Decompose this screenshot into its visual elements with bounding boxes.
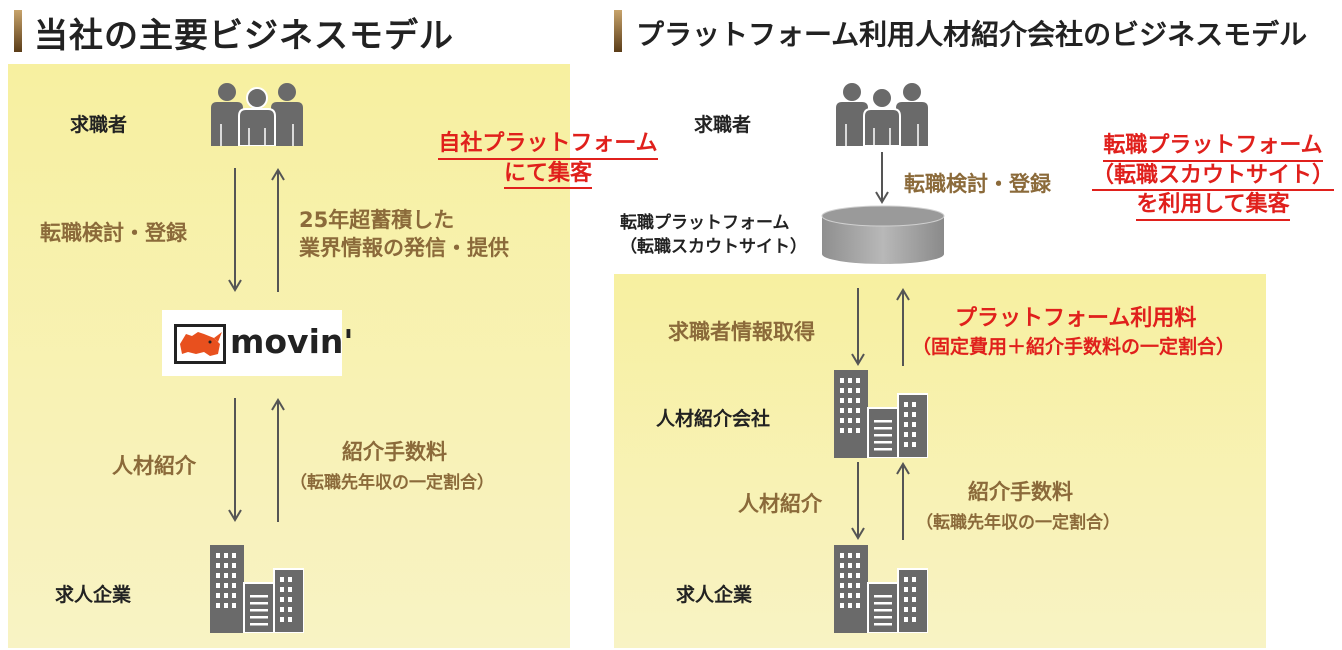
left-consider-register-label: 転職検討・登録 [40, 221, 187, 245]
left-referral-label: 人材紹介 [112, 454, 196, 478]
right-down-arrow-2 [851, 288, 865, 366]
platform-fee-note: （固定費用＋紹介手数料の一定割合） [912, 336, 1236, 358]
left-info-line1: 25年超蓄積した [299, 208, 455, 232]
people-icon [210, 82, 304, 146]
left-down-arrow-2 [228, 398, 242, 522]
logo-text: movin' [230, 322, 354, 361]
scout-line1: 転職プラットフォーム [1103, 132, 1323, 162]
left-fee-note: （転職先年収の一定割合） [290, 473, 494, 493]
platform-label: 転職プラットフォーム （転職スカウトサイト） [620, 212, 807, 260]
own-platform-callout: 自社プラットフォーム にて集客 [425, 130, 671, 189]
scout-callout: 転職プラットフォーム （転職スカウトサイト） を利用して集客 [1090, 132, 1336, 221]
right-company-label: 求人企業 [676, 584, 753, 606]
right-fee-note: （転職先年収の一定割合） [916, 513, 1120, 533]
right-consider-register-label: 転職検討・登録 [904, 172, 1051, 196]
building-icon [834, 370, 928, 458]
left-fee-label: 紹介手数料 [342, 440, 447, 464]
database-cylinder-icon [821, 205, 945, 264]
right-panel-background [614, 274, 1266, 648]
left-down-arrow-1 [228, 168, 242, 292]
right-up-arrow-3 [896, 462, 910, 540]
building-icon [210, 545, 304, 633]
platform-line2: （転職スカウトサイト） [620, 236, 807, 257]
right-title: プラットフォーム利用人材紹介会社のビジネスモデル [636, 18, 1308, 51]
people-icon [835, 82, 929, 146]
right-fee-label: 紹介手数料 [968, 480, 1073, 504]
rhino-logo-icon [174, 324, 226, 364]
own-platform-line2: にて集客 [503, 160, 592, 189]
left-title-accent-bar [14, 10, 22, 52]
left-up-arrow-2 [271, 398, 285, 522]
scout-line2: （転職スカウトサイト） [1091, 162, 1334, 191]
left-info-line2: 業界情報の発信・提供 [299, 236, 509, 260]
left-company-label: 求人企業 [55, 584, 132, 606]
right-title-accent-bar [614, 10, 622, 52]
right-job-seeker-label: 求職者 [694, 114, 752, 136]
left-up-arrow-1 [271, 168, 285, 292]
agency-label: 人材紹介会社 [656, 408, 771, 430]
acquire-info-label: 求職者情報取得 [668, 320, 815, 344]
left-title: 当社の主要ビジネスモデル [34, 16, 454, 56]
scout-line3: を利用して集客 [1136, 191, 1290, 221]
platform-fee-label: プラットフォーム利用料 [955, 306, 1197, 331]
right-referral-label: 人材紹介 [738, 492, 822, 516]
right-down-arrow-1 [875, 152, 889, 204]
own-platform-line1: 自社プラットフォーム [438, 130, 658, 160]
building-icon [834, 545, 928, 633]
right-down-arrow-3 [851, 462, 865, 540]
right-up-arrow-2 [896, 288, 910, 366]
movin-logo: movin' [162, 310, 353, 376]
left-job-seeker-label: 求職者 [70, 114, 128, 136]
platform-line1: 転職プラットフォーム [620, 213, 790, 233]
